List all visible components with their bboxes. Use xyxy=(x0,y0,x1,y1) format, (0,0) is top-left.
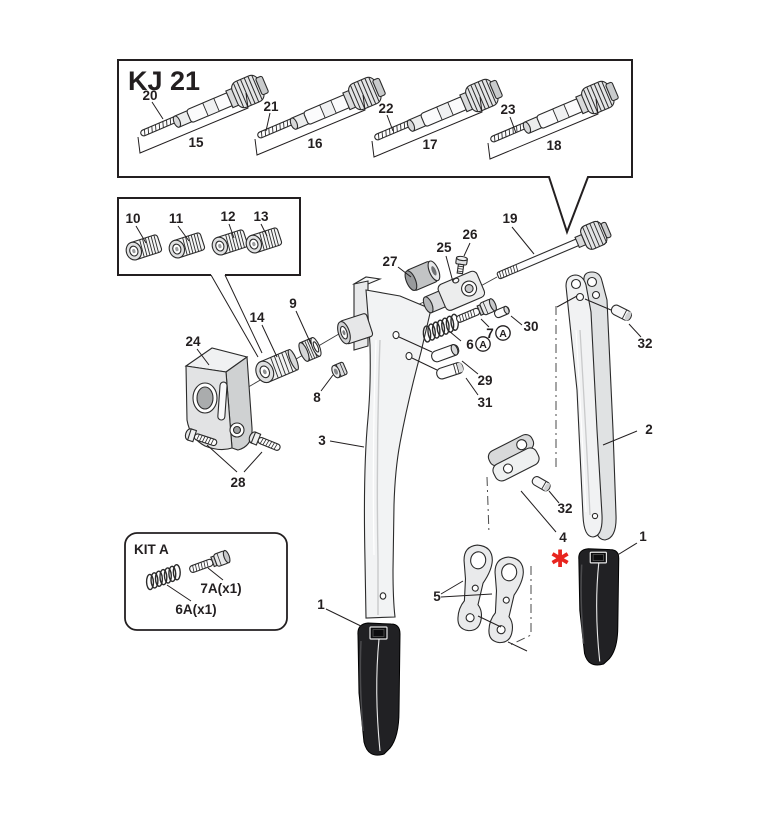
screw-26 xyxy=(454,256,467,274)
top-box-leaders xyxy=(152,102,516,133)
pin-32-top xyxy=(609,302,634,323)
kit-label-7a: 7A(x1) xyxy=(200,581,241,596)
part-label-10: 10 xyxy=(125,211,140,226)
leader-2 xyxy=(603,431,637,445)
part-label-24: 24 xyxy=(185,334,201,349)
part-label-32-top: 32 xyxy=(637,336,652,351)
part-label-5: 5 xyxy=(433,589,441,604)
part-label-12: 12 xyxy=(220,209,235,224)
sleeve-27 xyxy=(402,259,442,293)
nozzle-assembly-17 xyxy=(402,74,506,141)
clevis-25 xyxy=(419,270,486,320)
kit-a-box xyxy=(125,533,287,630)
pin-29 xyxy=(429,342,461,364)
leader-28 xyxy=(207,445,262,472)
bracket-18 xyxy=(488,99,598,159)
leaders-4-32b xyxy=(521,491,559,532)
part-label-27: 27 xyxy=(382,254,397,269)
bracket-16 xyxy=(255,95,365,155)
leaders-32-top xyxy=(557,296,641,337)
svg-text:A: A xyxy=(479,339,487,351)
part-label-21: 21 xyxy=(263,99,279,114)
part-label-13: 13 xyxy=(253,209,269,224)
nut-8 xyxy=(329,361,349,380)
nozzle-assembly-16 xyxy=(285,72,389,139)
part-label-29: 29 xyxy=(477,373,492,388)
part-label-16: 16 xyxy=(307,136,323,151)
part-label-3: 3 xyxy=(318,433,326,448)
top-reference-box xyxy=(118,60,632,232)
nosepiece-box-pointer xyxy=(211,275,262,357)
kit-leaders xyxy=(167,568,223,601)
nosepiece-12 xyxy=(209,228,249,258)
lever-3 xyxy=(335,277,431,618)
lever-2 xyxy=(566,272,616,540)
leader-19 xyxy=(512,227,534,254)
part-label-30: 30 xyxy=(523,319,538,334)
kit-screw-7a xyxy=(187,549,232,577)
part-label-18: 18 xyxy=(546,138,562,153)
rod-19 xyxy=(493,218,613,288)
dashdot-line-bottom xyxy=(508,566,531,646)
nosepiece-14 xyxy=(252,347,301,386)
leaders-holes-to-pins xyxy=(399,337,437,370)
part-label-14: 14 xyxy=(249,310,265,325)
grip-1-right xyxy=(578,548,620,666)
part-label-31: 31 xyxy=(477,395,493,410)
link-4 xyxy=(484,432,543,483)
part-label-2: 2 xyxy=(645,422,653,437)
model-title: KJ 21 xyxy=(128,66,200,96)
leader-3 xyxy=(330,441,364,447)
part-label-17: 17 xyxy=(422,137,437,152)
svg-text:6: 6 xyxy=(466,337,474,352)
kit-label-6a: 6A(x1) xyxy=(175,602,216,617)
part-label-8: 8 xyxy=(313,390,321,405)
part-label-6a: 6 A xyxy=(466,337,490,352)
bracket-17 xyxy=(372,97,482,157)
bracket-15 xyxy=(138,93,248,153)
part-label-26: 26 xyxy=(462,227,478,242)
grip-1-left xyxy=(357,622,401,756)
part-label-15: 15 xyxy=(188,135,204,150)
svg-text:A: A xyxy=(499,328,507,340)
locknut-9 xyxy=(296,335,324,364)
part-label-4: 4 xyxy=(559,530,567,545)
pin-31 xyxy=(434,360,465,381)
dashdot-line-link xyxy=(487,477,489,534)
part-label-19: 19 xyxy=(502,211,517,226)
kit-a-title: KIT A xyxy=(134,542,169,557)
part-label-1-right: 1 xyxy=(639,529,647,544)
part-label-23: 23 xyxy=(500,102,516,117)
leaders-14-9-8 xyxy=(262,311,333,391)
leader-24 xyxy=(197,349,209,365)
frame-24 xyxy=(186,348,252,450)
part-label-11: 11 xyxy=(169,211,184,226)
part-label-25: 25 xyxy=(436,240,452,255)
part-label-7a: 7 A xyxy=(486,326,510,341)
leaders-6a-7a-30-29-31 xyxy=(449,316,522,395)
nosepiece-box-leaders xyxy=(136,224,267,243)
part-label-9: 9 xyxy=(289,296,297,311)
leaders-27-25-26 xyxy=(398,243,470,282)
part-label-1-left: 1 xyxy=(317,597,325,612)
svg-text:7: 7 xyxy=(486,326,494,341)
pin-32-bottom xyxy=(530,474,553,493)
kit-spring-6a xyxy=(141,561,186,593)
part-label-32-bottom: 32 xyxy=(557,501,572,516)
nosepiece-box xyxy=(118,198,300,275)
asterisk-mark: ✱ xyxy=(550,546,570,573)
part-label-20: 20 xyxy=(142,88,157,103)
leaders-5 xyxy=(441,581,527,651)
nozzle-assembly-18 xyxy=(518,76,622,143)
nosepiece-13 xyxy=(243,226,283,256)
part-label-28: 28 xyxy=(230,475,246,490)
part-label-22: 22 xyxy=(378,101,393,116)
leaders-1 xyxy=(326,543,637,629)
screw-28-right xyxy=(247,430,283,455)
